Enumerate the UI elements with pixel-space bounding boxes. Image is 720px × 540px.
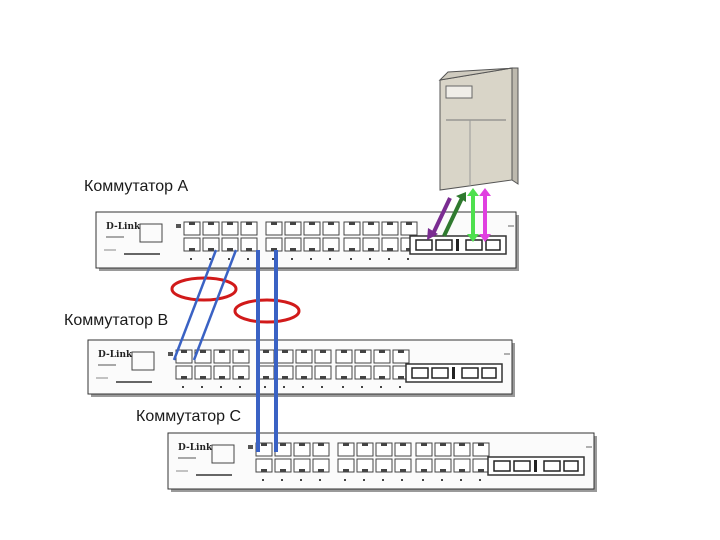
switch-c: D-Link <box>167 432 597 492</box>
aggregation-ring-a-c <box>233 298 301 324</box>
server-icon <box>438 67 519 191</box>
switch-a-label: Коммутатор A <box>84 178 189 195</box>
switch-c-label: Коммутатор C <box>136 408 242 425</box>
switch-a: D-Link <box>95 211 519 271</box>
dlink-logo: D-Link <box>106 222 141 232</box>
dlink-logo: D-Link <box>98 350 133 360</box>
server-uplink-arrows <box>427 188 491 242</box>
cable-a-b-2 <box>192 249 238 361</box>
cable-a-b-1 <box>172 249 218 361</box>
dlink-logo: D-Link <box>178 443 213 453</box>
switch-b: D-Link <box>87 339 515 397</box>
switch-b-label: Коммутатор B <box>64 312 169 329</box>
